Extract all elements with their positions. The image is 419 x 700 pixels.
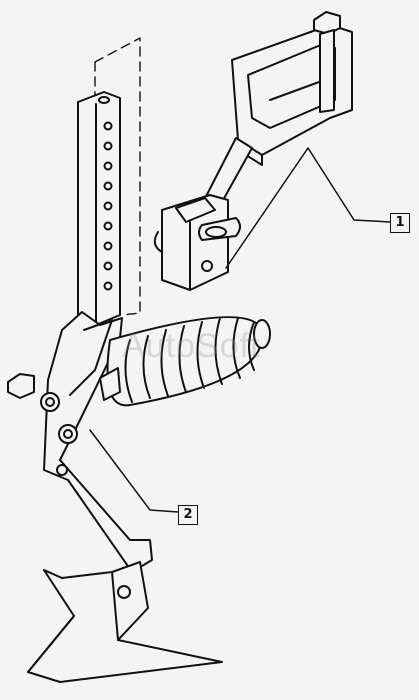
spring-rod — [99, 367, 121, 401]
compression-spring — [106, 316, 271, 407]
clamp-block — [153, 194, 229, 291]
watermark-text: AutoSoft — [122, 327, 261, 365]
callout-part-2: 2 — [178, 505, 198, 525]
leader-line-2 — [89, 429, 179, 513]
leader-line-1 — [225, 147, 391, 269]
perforated-upright — [77, 91, 121, 326]
adjustment-holes — [103, 121, 113, 291]
callout-part-1: 1 — [390, 213, 410, 233]
pivot-bolt — [7, 373, 78, 476]
dashed-guide-line — [94, 37, 141, 316]
bracket-bolt — [313, 11, 341, 113]
sweep-share — [27, 561, 223, 683]
